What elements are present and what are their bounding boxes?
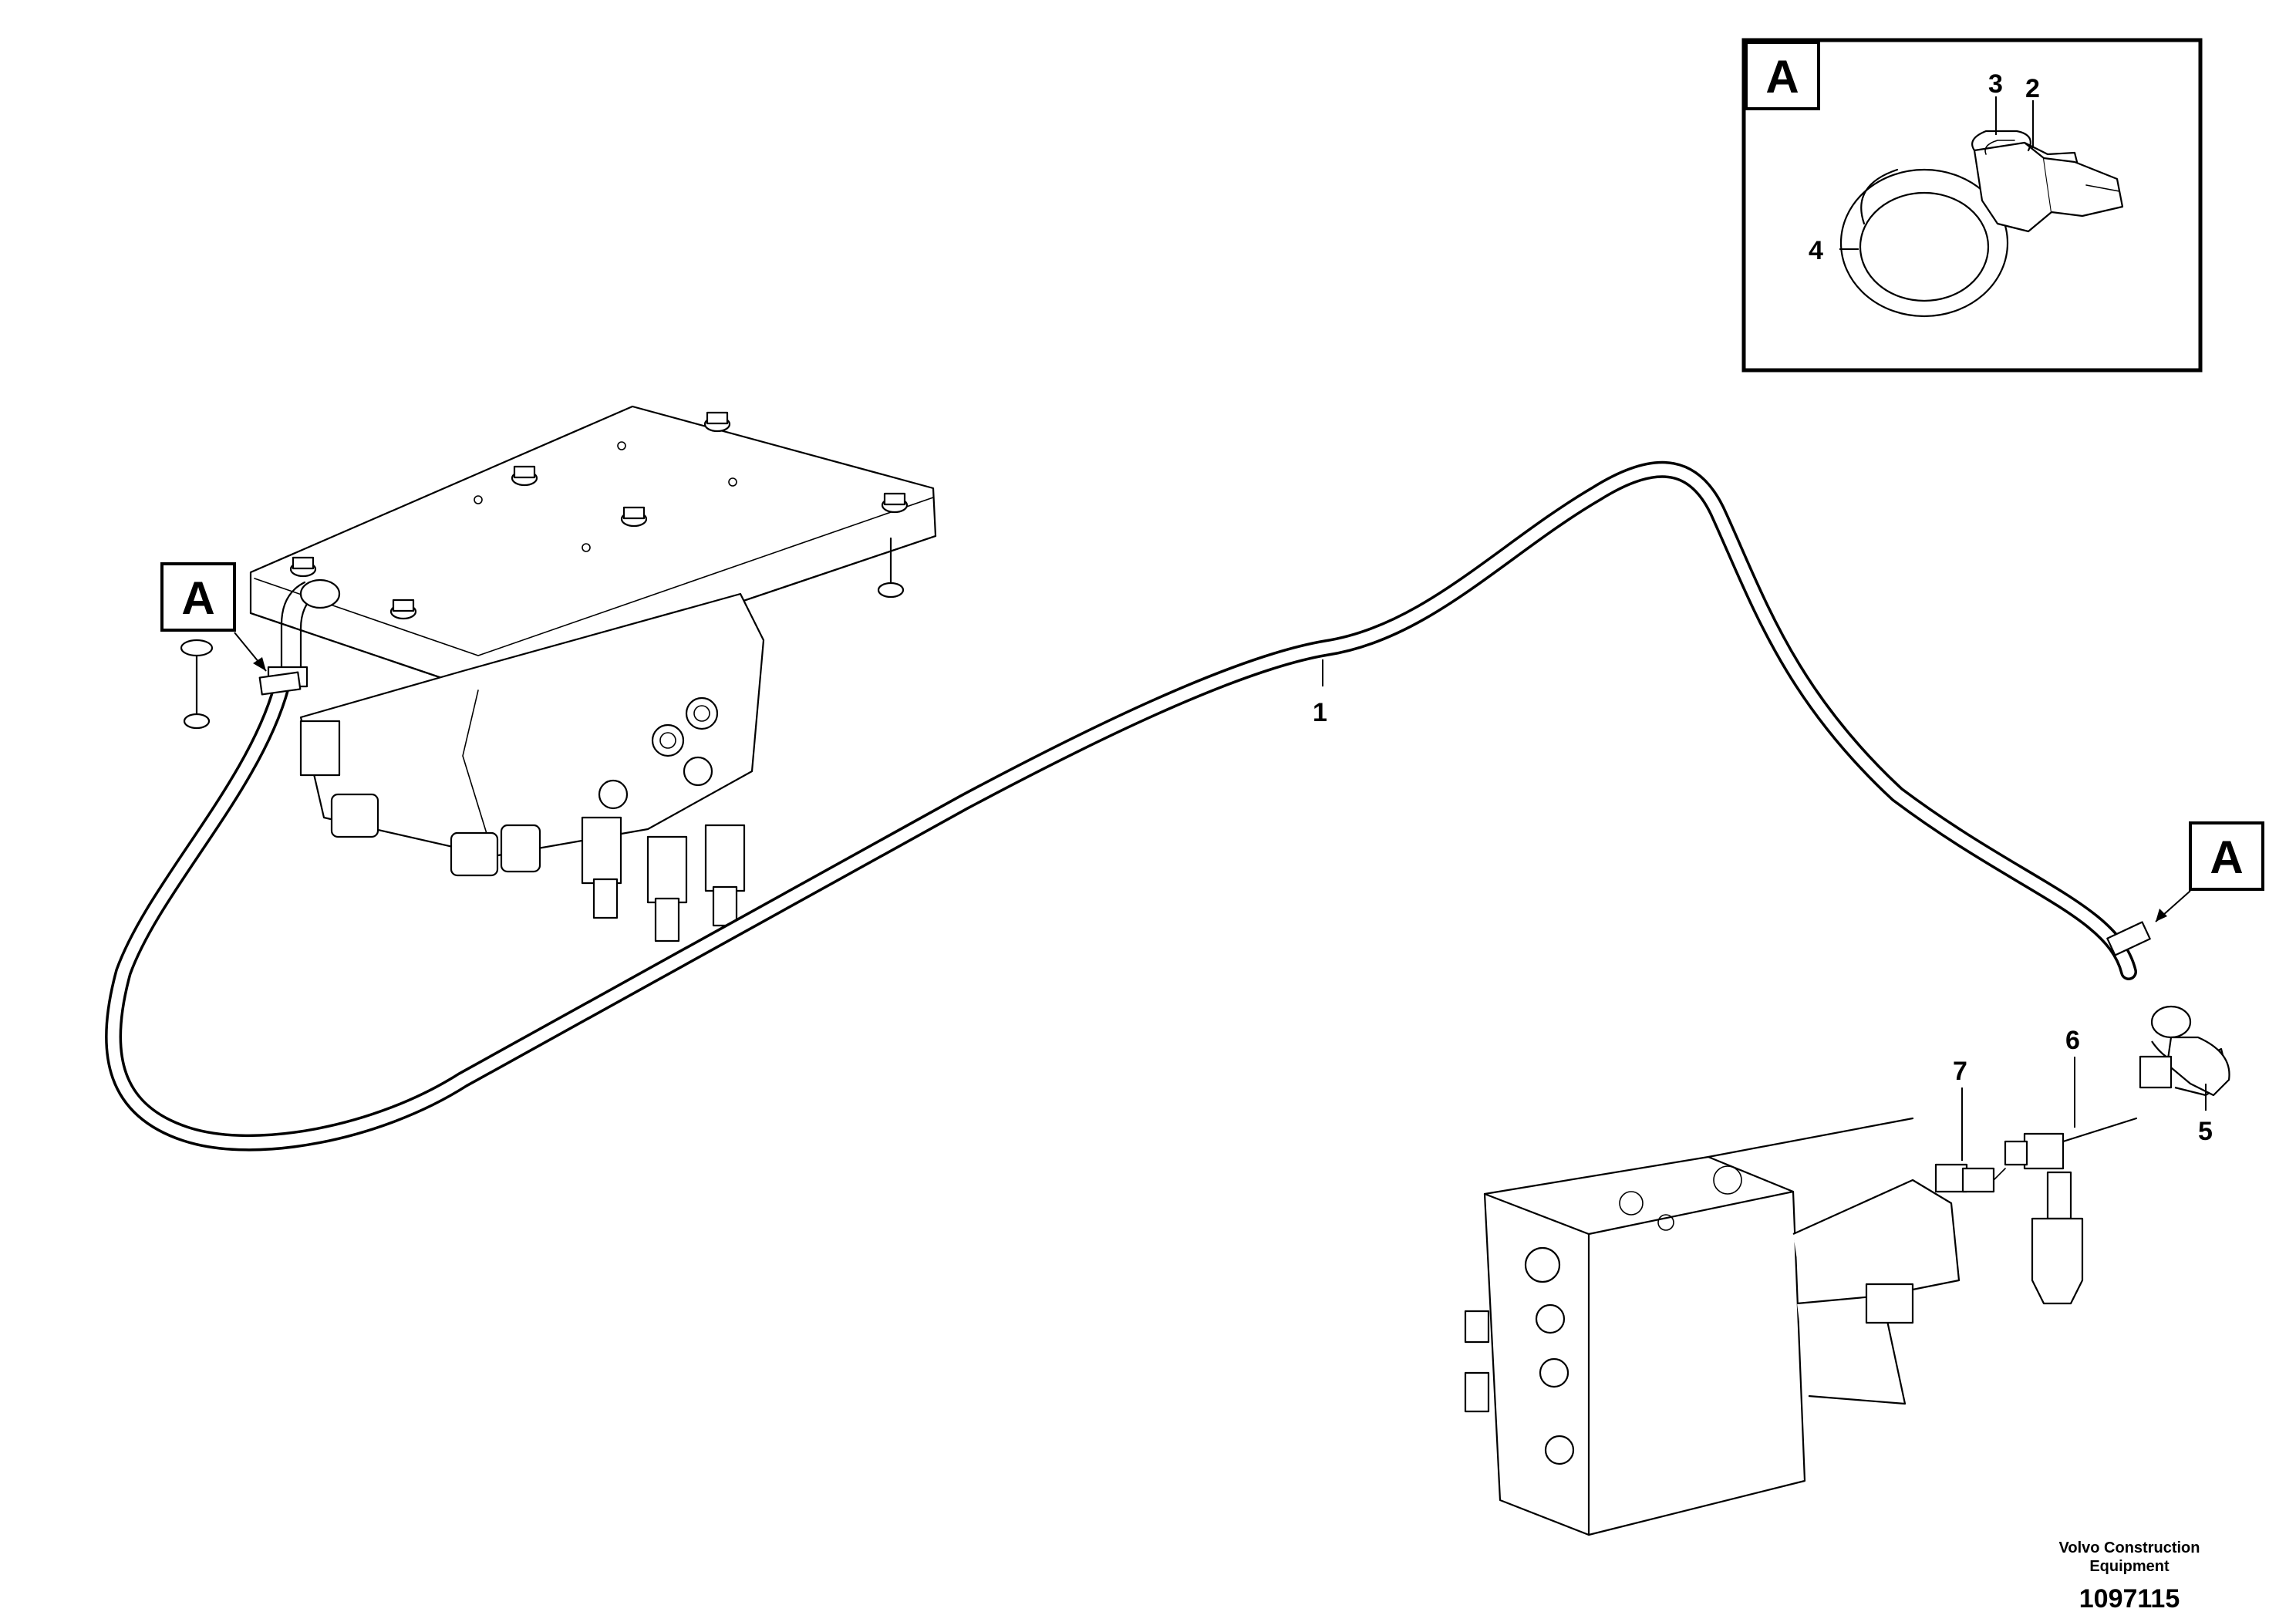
- callouts: 1 5 6 7: [1313, 698, 2213, 1161]
- solenoids: [581, 696, 746, 943]
- callout-3: 3: [1988, 69, 2003, 99]
- callout-4: 4: [1809, 236, 1823, 265]
- brand-line-2: Equipment: [2089, 1558, 2170, 1575]
- view-tag-right-label: A: [2210, 831, 2243, 883]
- callout-1: 1: [1313, 698, 1327, 727]
- view-tag-left: A: [160, 562, 267, 672]
- control-valve-assembly: [180, 405, 937, 943]
- callout-6: 6: [2065, 1026, 2080, 1055]
- view-tag-right: A: [2155, 821, 2264, 922]
- clamp-drawing: [1839, 130, 2124, 318]
- callout-7: 7: [1953, 1057, 1967, 1086]
- callout-5: 5: [2198, 1117, 2213, 1146]
- callout-2: 2: [2025, 74, 2040, 103]
- brand-line-1: Volvo Construction: [2058, 1539, 2200, 1556]
- detail-a-inset: A 3 2 4: [1741, 38, 2203, 373]
- manifold-block: [1464, 1117, 1961, 1536]
- drawing-number: 1097115: [2079, 1584, 2180, 1614]
- plate-bolts: [289, 411, 909, 620]
- drawing-credit: Volvo Construction Equipment 1097115: [2029, 1539, 2230, 1617]
- fittings: [1934, 1036, 2230, 1305]
- detail-tag-label: A: [1765, 51, 1799, 103]
- view-tag-left-label: A: [181, 572, 214, 624]
